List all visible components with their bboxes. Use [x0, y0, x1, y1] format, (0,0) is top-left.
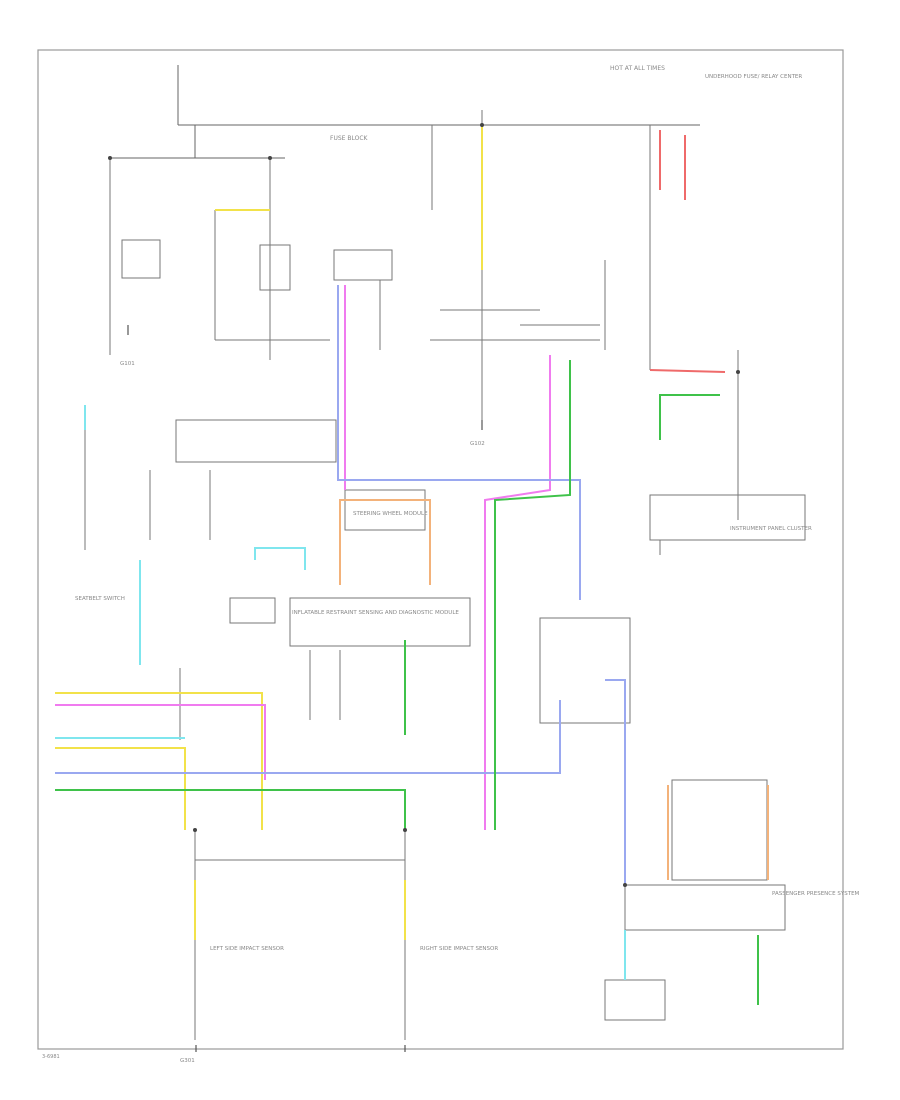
passenger-presence-label: PASSENGER PRESENCE SYSTEM: [772, 891, 860, 897]
ground-g301: G301: [180, 1058, 195, 1064]
wire-cyan: [55, 405, 626, 980]
instrument-cluster-label: INSTRUMENT PANEL CLUSTER: [730, 526, 812, 532]
airbag-module-label: INFLATABLE RESTRAINT SENSING AND DIAGNOS…: [292, 610, 459, 616]
left-seatbelt-label: SEATBELT SWITCH: [75, 596, 125, 602]
connector-dots: [108, 123, 740, 887]
wire-yellow: [55, 125, 483, 940]
wire-blue: [55, 285, 626, 885]
underhood-fuse-label: UNDERHOOD FUSE/ RELAY CENTER: [705, 74, 802, 80]
black-wires: [84, 110, 806, 1040]
wire-pink: [55, 285, 551, 830]
wire-red: [649, 130, 726, 373]
right-side-impact-label: RIGHT SIDE IMPACT SENSOR: [420, 946, 498, 952]
ground-symbols: [127, 325, 483, 1052]
hot-all-times-label: HOT AT ALL TIMES: [610, 65, 665, 72]
left-side-impact-label: LEFT SIDE IMPACT SENSOR: [210, 946, 284, 952]
top-bus: [110, 65, 700, 159]
diagram-border: [37, 49, 844, 1050]
steering-wheel-label: STEERING WHEEL MODULE: [353, 511, 428, 517]
ground-g101: G101: [120, 361, 135, 367]
diagram-code: 3-6981: [42, 1054, 60, 1060]
wire-green: [55, 360, 759, 1005]
fuse-block-label: FUSE BLOCK: [330, 135, 369, 142]
wire-orange: [339, 499, 769, 880]
ground-g102: G102: [470, 441, 485, 447]
